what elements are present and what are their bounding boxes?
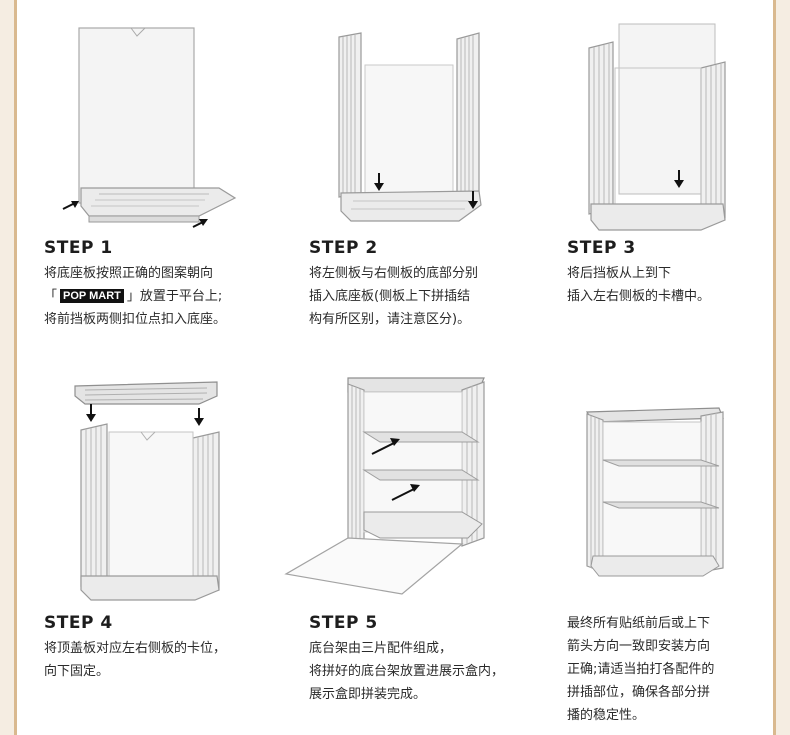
step2-title: STEP 2 bbox=[309, 238, 378, 258]
step5-line1: 底台架由三片配件组成， bbox=[309, 641, 453, 656]
final-line5: 播的稳定性。 bbox=[567, 708, 646, 723]
step3-line2: 插入左右侧板的卡槽中。 bbox=[567, 289, 711, 304]
step4-description: 将顶盖板对应左右侧板的卡位， 向下固定。 bbox=[44, 637, 226, 683]
final-line3: 正确;请适当拍打各配件的 bbox=[567, 662, 715, 677]
step1-bracket: 「 bbox=[44, 289, 58, 304]
step3-description: 将后挡板从上到下 插入左右侧板的卡槽中。 bbox=[567, 262, 710, 308]
arrow-icon bbox=[86, 404, 96, 422]
step1-line3: 将前挡板两侧扣位点扣入底座。 bbox=[44, 312, 227, 327]
final-line1: 最终所有贴纸前后或上下 bbox=[567, 616, 711, 631]
final-line2: 箭头方向一致即安装方向 bbox=[567, 639, 711, 654]
step4-line2: 向下固定。 bbox=[44, 664, 110, 679]
step4-line1: 将顶盖板对应左右侧板的卡位， bbox=[44, 641, 227, 656]
arrow-icon bbox=[62, 201, 79, 210]
arrow-icon bbox=[371, 438, 400, 455]
step3-line1: 将后挡板从上到下 bbox=[567, 266, 672, 281]
arrow-icon bbox=[391, 484, 420, 501]
step4-title: STEP 4 bbox=[44, 613, 113, 633]
final-illustration bbox=[583, 404, 733, 584]
step1-line2: 「POP MART」放置于平台上; bbox=[44, 285, 226, 308]
step3-illustration bbox=[583, 20, 733, 235]
arrow-icon bbox=[374, 173, 384, 191]
step5-description: 底台架由三片配件组成， 将拼好的底台架放置进展示盒内， 展示盒即拼装完成。 bbox=[309, 637, 504, 706]
arrow-icon bbox=[674, 170, 684, 188]
step4-illustration bbox=[67, 380, 242, 605]
final-description: 最终所有贴纸前后或上下 箭头方向一致即安装方向 正确;请适当拍打各配件的 拼插部… bbox=[567, 612, 714, 727]
step1-illustration bbox=[59, 20, 259, 235]
step1-line1: 将底座板按照正确的图案朝向 bbox=[44, 266, 214, 281]
step5-line3: 展示盒即拼装完成。 bbox=[309, 687, 427, 702]
step3-title: STEP 3 bbox=[567, 238, 636, 258]
arrow-icon bbox=[468, 191, 478, 209]
final-line4: 拼插部位，确保各部分拼 bbox=[567, 685, 711, 700]
step2-illustration bbox=[329, 25, 499, 235]
step5-line2: 将拼好的底台架放置进展示盒内， bbox=[309, 664, 505, 679]
step1-line2-text: 」放置于平台上; bbox=[126, 289, 223, 304]
step1-description: 将底座板按照正确的图案朝向 「POP MART」放置于平台上; 将前挡板两侧扣位… bbox=[44, 262, 226, 331]
step2-line2: 插入底座板(侧板上下拼插结 bbox=[309, 289, 471, 304]
step1-title: STEP 1 bbox=[44, 238, 113, 258]
step2-description: 将左侧板与右侧板的底部分别 插入底座板(侧板上下拼插结 构有所区别，请注意区分)… bbox=[309, 262, 478, 331]
step5-title: STEP 5 bbox=[309, 613, 378, 633]
step2-line1: 将左侧板与右侧板的底部分别 bbox=[309, 266, 479, 281]
brand-logo: POP MART bbox=[60, 289, 124, 303]
instruction-sheet: STEP 1 将底座板按照正确的图案朝向 「POP MART」放置于平台上; 将… bbox=[14, 0, 776, 735]
step2-line3: 构有所区别，请注意区分)。 bbox=[309, 312, 471, 327]
step5-illustration bbox=[272, 372, 502, 604]
arrow-icon bbox=[192, 219, 208, 228]
arrow-icon bbox=[194, 408, 204, 426]
